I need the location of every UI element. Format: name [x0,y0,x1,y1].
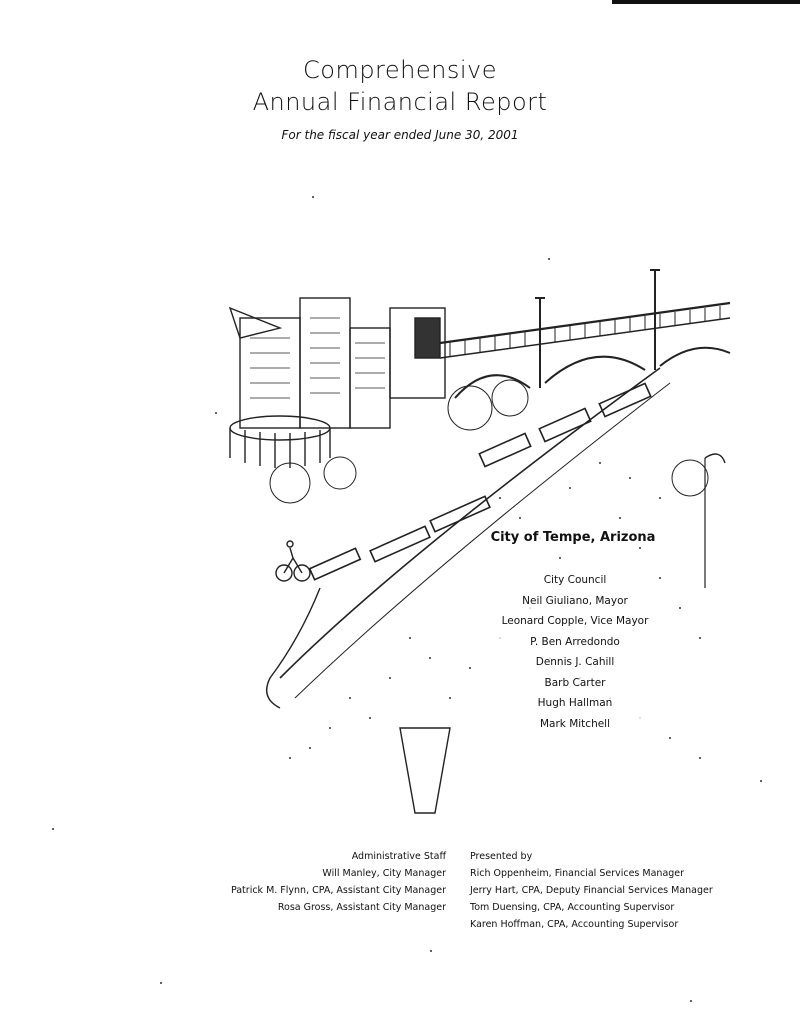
scan-speck [690,1000,692,1002]
scan-speck [430,950,432,952]
top-edge-bar [612,0,800,4]
city-name: City of Tempe, Arizona [488,530,658,545]
report-title-line2: Annual Financial Report [252,88,548,116]
admin-heading: Administrative Staff [351,851,446,862]
presented-by: Presented by Rich Oppenheim, Financial S… [470,848,790,933]
scan-speck [215,412,217,414]
scan-speck [52,828,54,830]
admin-member: Will Manley, City Manager [322,868,446,879]
council-heading: City Council [495,570,655,591]
report-title-line1: Comprehensive [303,56,497,84]
presented-member: Rich Oppenheim, Financial Services Manag… [470,868,685,879]
presented-member: Karen Hoffman, CPA, Accounting Superviso… [470,919,679,930]
presented-member: Tom Duensing, CPA, Accounting Supervisor [470,902,675,913]
council-member: Hugh Hallman [495,693,655,714]
scan-speck [548,258,550,260]
scan-speck [160,982,162,984]
council-member: Mark Mitchell [495,713,655,734]
administrative-staff: Administrative Staff Will Manley, City M… [150,848,446,916]
city-bridge-sketch-icon [228,269,731,814]
council-member: Neil Giuliano, Mayor [495,590,655,611]
council-member: P. Ben Arredondo [495,631,655,652]
admin-member: Rosa Gross, Assistant City Manager [277,902,446,913]
council-member: Dennis J. Cahill [495,652,655,673]
scan-speck [312,196,314,198]
presented-heading: Presented by [470,851,533,862]
city-council-list: City Council Neil Giuliano, Mayor Leonar… [495,570,655,734]
report-subtitle: For the fiscal year ended June 30, 2001 [281,128,519,142]
council-member: Barb Carter [495,672,655,693]
admin-member: Patrick M. Flynn, CPA, Assistant City Ma… [230,885,446,896]
scan-speck [760,780,762,782]
presented-member: Jerry Hart, CPA, Deputy Financial Servic… [470,885,713,896]
council-member: Leonard Copple, Vice Mayor [495,611,655,632]
